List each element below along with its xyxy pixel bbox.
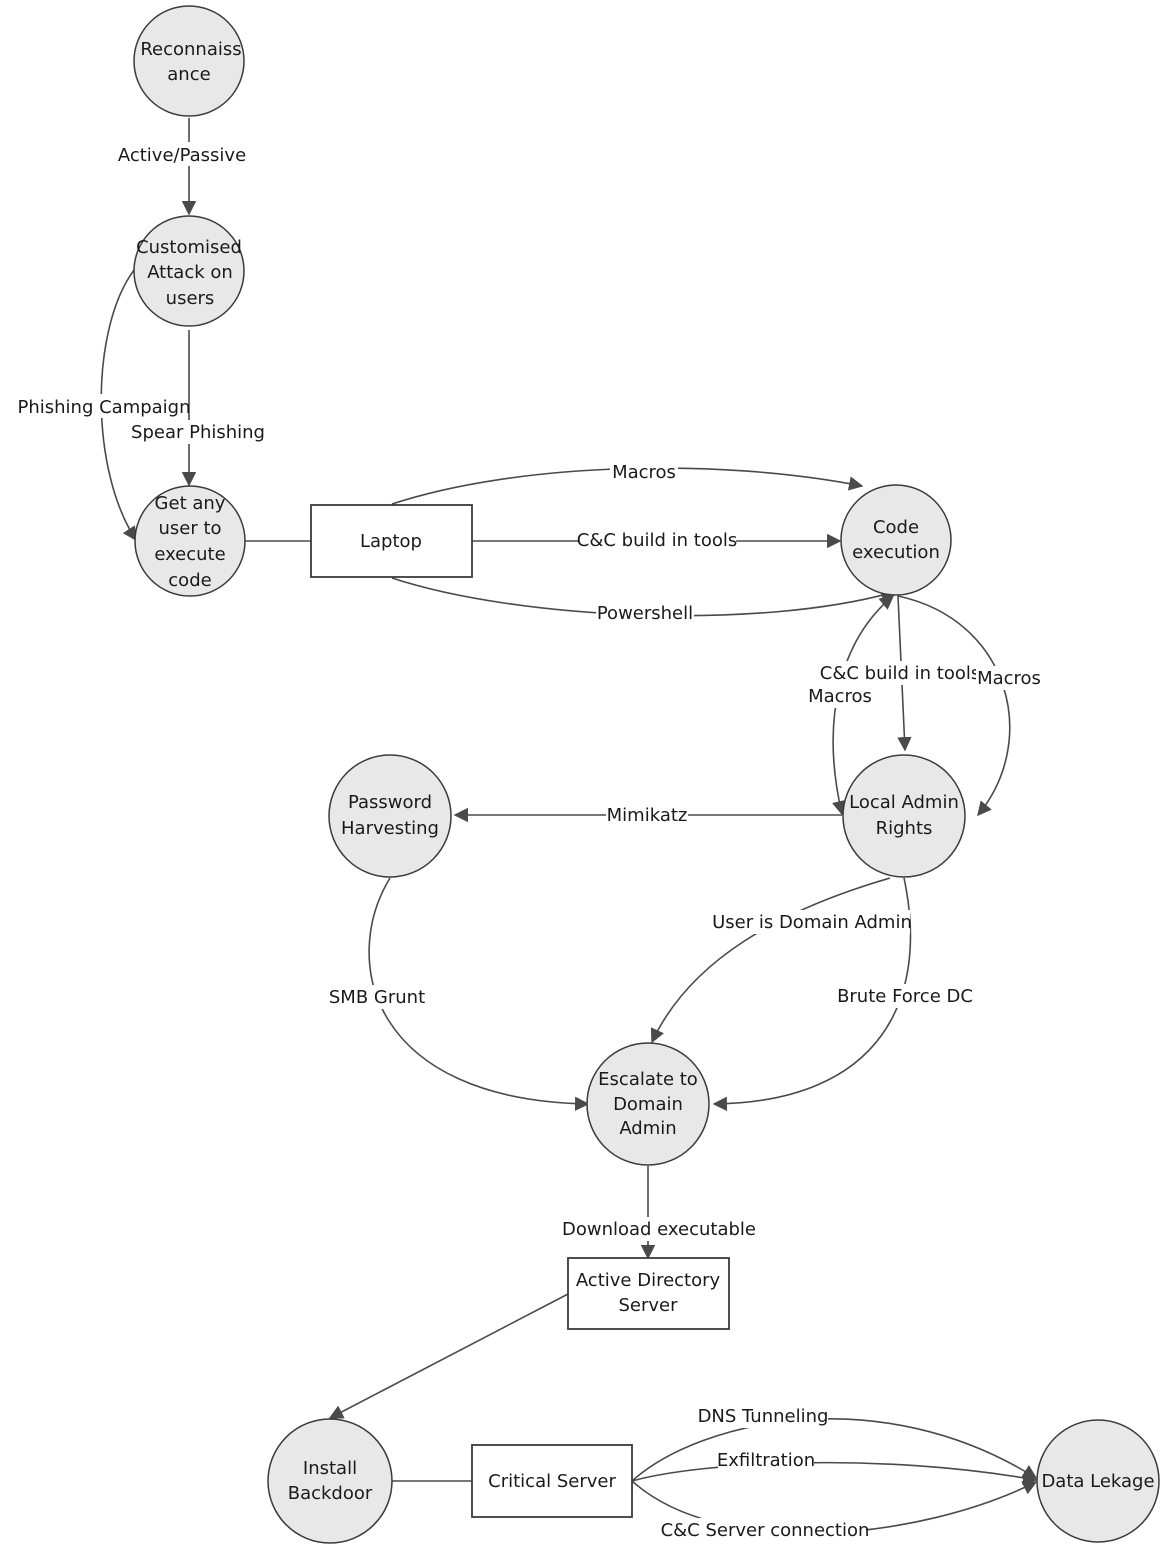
label-spear-phishing: Spear Phishing [131,422,265,443]
node-local-admin: Local Admin Rights [842,754,966,878]
node-critical-server-label: Critical Server [488,1471,616,1492]
edge-smb-grunt [368,877,590,1111]
node-password-line1: Password [348,792,432,813]
node-escalate-line1: Escalate to [598,1069,698,1090]
edge-ad-backdoor [328,1293,569,1419]
node-get-user-line1: Get any [155,493,226,514]
edge-user-domain-admin [650,877,891,1044]
edge-exfiltration [631,1461,1038,1485]
node-code-exec-line2: execution [852,542,940,563]
node-active-directory: Active Directory Server [567,1257,730,1330]
edge-label-group: Active/Passive Phishing Campaign Spear P… [17,142,1042,1542]
node-data-leakage: Data Lekage [1036,1419,1160,1543]
node-backdoor-line2: Backdoor [288,1483,373,1504]
label-mimikatz: Mimikatz [607,805,688,826]
label-download-executable: Download executable [562,1219,756,1240]
node-escalate-domain-admin: Escalate to Domain Admin [586,1042,710,1166]
node-escalate-line3: Admin [619,1118,676,1139]
node-get-user-line2: user to [158,518,221,539]
node-get-user-execute: Get any user to execute code [134,485,246,597]
label-powershell: Powershell [597,603,693,624]
label-user-domain-admin: User is Domain Admin [712,912,912,933]
node-code-execution: Code execution [840,484,952,596]
label-macros-left: Macros [808,686,872,707]
node-password-harvesting: Password Harvesting [328,754,452,878]
node-backdoor-line1: Install [303,1458,357,1479]
edge-brute-force [712,877,912,1112]
label-macros-right: Macros [977,668,1041,689]
label-brute-force: Brute Force DC [837,986,973,1007]
node-reconnaissance: Reconnaiss ance [133,5,245,117]
label-exfiltration: Exfiltration [717,1450,815,1471]
node-escalate-line2: Domain [613,1094,683,1115]
node-ad-line2: Server [618,1295,678,1316]
node-reconnaissance-line2: ance [167,64,210,85]
node-get-user-line4: code [168,570,211,591]
node-code-exec-line1: Code [873,517,919,538]
node-ad-line1: Active Directory [576,1270,721,1291]
node-laptop-label: Laptop [360,531,422,552]
label-cc-server-connection: C&C Server connection [661,1520,870,1541]
label-active-passive: Active/Passive [118,145,246,166]
node-data-leakage-label: Data Lekage [1041,1471,1154,1492]
label-cc-tools-right: C&C build in tools [820,663,980,684]
node-customised-line3: users [166,288,215,309]
node-reconnaissance-line1: Reconnaiss [140,39,241,60]
node-critical-server: Critical Server [471,1444,633,1518]
label-dns-tunneling: DNS Tunneling [698,1406,829,1427]
node-laptop: Laptop [310,504,473,578]
node-password-line2: Harvesting [341,818,439,839]
label-cc-tools-mid: C&C build in tools [577,530,737,551]
node-customised-line1: Customised [136,237,242,258]
node-local-admin-line2: Rights [876,818,933,839]
label-phishing-campaign: Phishing Campaign [17,397,190,418]
label-macros-top: Macros [612,462,676,483]
node-customised-attack: Customised Attack on users [133,215,245,327]
node-local-admin-line1: Local Admin [849,792,959,813]
node-customised-line2: Attack on [147,262,233,283]
label-smb-grunt: SMB Grunt [329,987,425,1008]
node-install-backdoor: Install Backdoor [267,1418,393,1544]
node-get-user-line3: execute [154,544,225,565]
